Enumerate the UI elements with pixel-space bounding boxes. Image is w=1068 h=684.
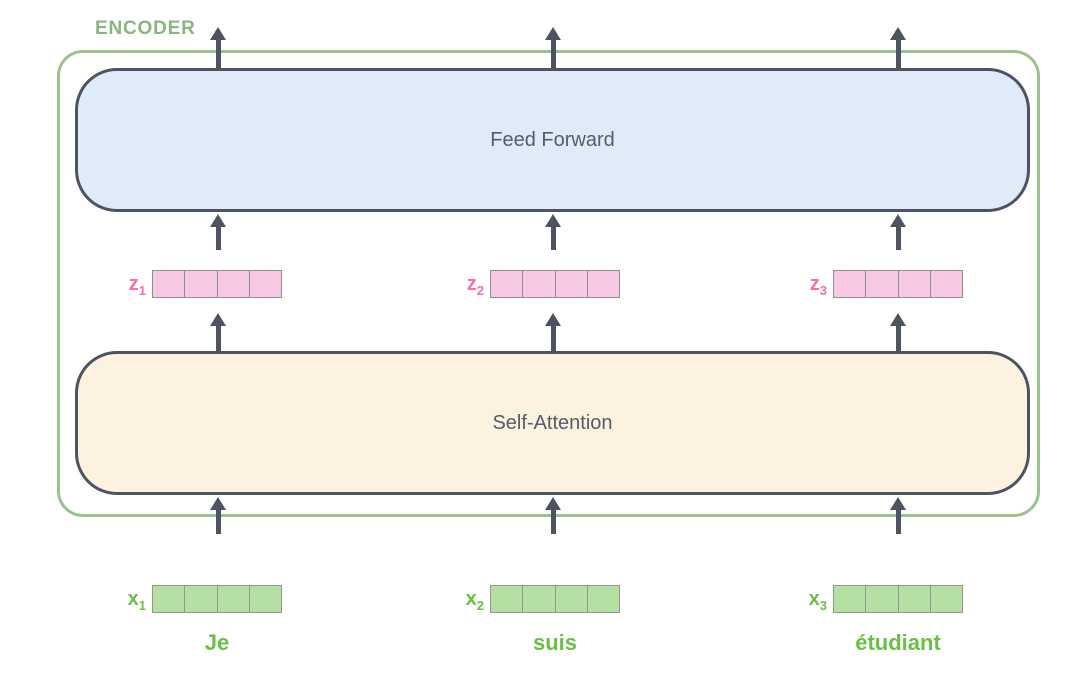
input-word-suis: suis bbox=[532, 630, 578, 655]
arrow-up-icon bbox=[545, 497, 561, 534]
arrow-up-icon bbox=[545, 27, 561, 71]
vector-cell bbox=[865, 586, 897, 612]
z1-vector bbox=[152, 270, 282, 298]
x2-label: x2 bbox=[465, 588, 484, 613]
arrow-head bbox=[210, 313, 226, 326]
feed-forward-label: Feed Forward bbox=[490, 128, 615, 151]
arrow-up-icon bbox=[890, 497, 906, 534]
arrow-stem bbox=[895, 326, 901, 353]
arrow-up-icon bbox=[890, 214, 906, 250]
x1-vector bbox=[152, 585, 282, 613]
arrow-stem bbox=[215, 326, 221, 353]
z2-label: z2 bbox=[466, 273, 484, 298]
vector-cell bbox=[834, 271, 865, 297]
arrow-up-icon bbox=[210, 497, 226, 534]
x2-vector bbox=[490, 585, 620, 613]
arrow-head bbox=[210, 497, 226, 510]
encoder-outline-box bbox=[57, 50, 1040, 517]
arrow-stem bbox=[550, 227, 556, 250]
arrow-head bbox=[210, 27, 226, 40]
vector-cell bbox=[586, 586, 619, 612]
arrow-head bbox=[545, 27, 561, 40]
x3-vector bbox=[833, 585, 963, 613]
self-attention-block: Self-Attention bbox=[75, 351, 1030, 495]
vector-cell bbox=[491, 271, 522, 297]
feed-forward-block: Feed Forward bbox=[75, 68, 1030, 212]
vector-cell bbox=[216, 271, 249, 297]
z3-label: z3 bbox=[809, 273, 827, 298]
arrow-up-icon bbox=[545, 313, 561, 353]
vector-cell bbox=[929, 271, 962, 297]
vector-cell bbox=[586, 271, 619, 297]
vector-cell bbox=[929, 586, 962, 612]
vector-cell bbox=[522, 586, 554, 612]
x3-label: x3 bbox=[808, 588, 827, 613]
z1-label: z1 bbox=[128, 273, 146, 298]
arrow-stem bbox=[215, 510, 221, 534]
arrow-up-icon bbox=[210, 27, 226, 71]
arrow-up-icon bbox=[210, 313, 226, 353]
x1-label: x1 bbox=[127, 588, 146, 613]
vector-cell bbox=[153, 586, 184, 612]
vector-cell bbox=[248, 586, 281, 612]
input-word-etudiant: étudiant bbox=[855, 630, 941, 655]
vector-cell bbox=[865, 271, 897, 297]
arrow-head bbox=[210, 214, 226, 227]
arrow-head bbox=[890, 214, 906, 227]
arrow-up-icon bbox=[890, 27, 906, 71]
z2-vector bbox=[490, 270, 620, 298]
arrow-stem bbox=[550, 510, 556, 534]
arrow-stem bbox=[895, 227, 901, 250]
vector-cell bbox=[184, 586, 216, 612]
arrow-up-icon bbox=[545, 214, 561, 250]
arrow-stem bbox=[895, 40, 901, 71]
arrow-up-icon bbox=[210, 214, 226, 250]
vector-cell bbox=[248, 271, 281, 297]
arrow-up-icon bbox=[890, 313, 906, 353]
arrow-stem bbox=[550, 326, 556, 353]
arrow-head bbox=[545, 214, 561, 227]
vector-cell bbox=[522, 271, 554, 297]
arrow-stem bbox=[550, 40, 556, 71]
vector-cell bbox=[834, 586, 865, 612]
vector-cell bbox=[897, 586, 930, 612]
arrow-head bbox=[545, 497, 561, 510]
arrow-stem bbox=[895, 510, 901, 534]
vector-cell bbox=[216, 586, 249, 612]
arrow-head bbox=[890, 27, 906, 40]
vector-cell bbox=[897, 271, 930, 297]
vector-cell bbox=[184, 271, 216, 297]
z3-vector bbox=[833, 270, 963, 298]
vector-cell bbox=[554, 271, 587, 297]
arrow-stem bbox=[215, 40, 221, 71]
arrow-head bbox=[545, 313, 561, 326]
vector-cell bbox=[153, 271, 184, 297]
self-attention-label: Self-Attention bbox=[492, 411, 613, 434]
arrow-head bbox=[890, 313, 906, 326]
arrow-head bbox=[890, 497, 906, 510]
encoder-label: ENCODER bbox=[95, 18, 196, 39]
input-word-je: Je bbox=[204, 630, 230, 655]
arrow-stem bbox=[215, 227, 221, 250]
vector-cell bbox=[491, 586, 522, 612]
vector-cell bbox=[554, 586, 587, 612]
